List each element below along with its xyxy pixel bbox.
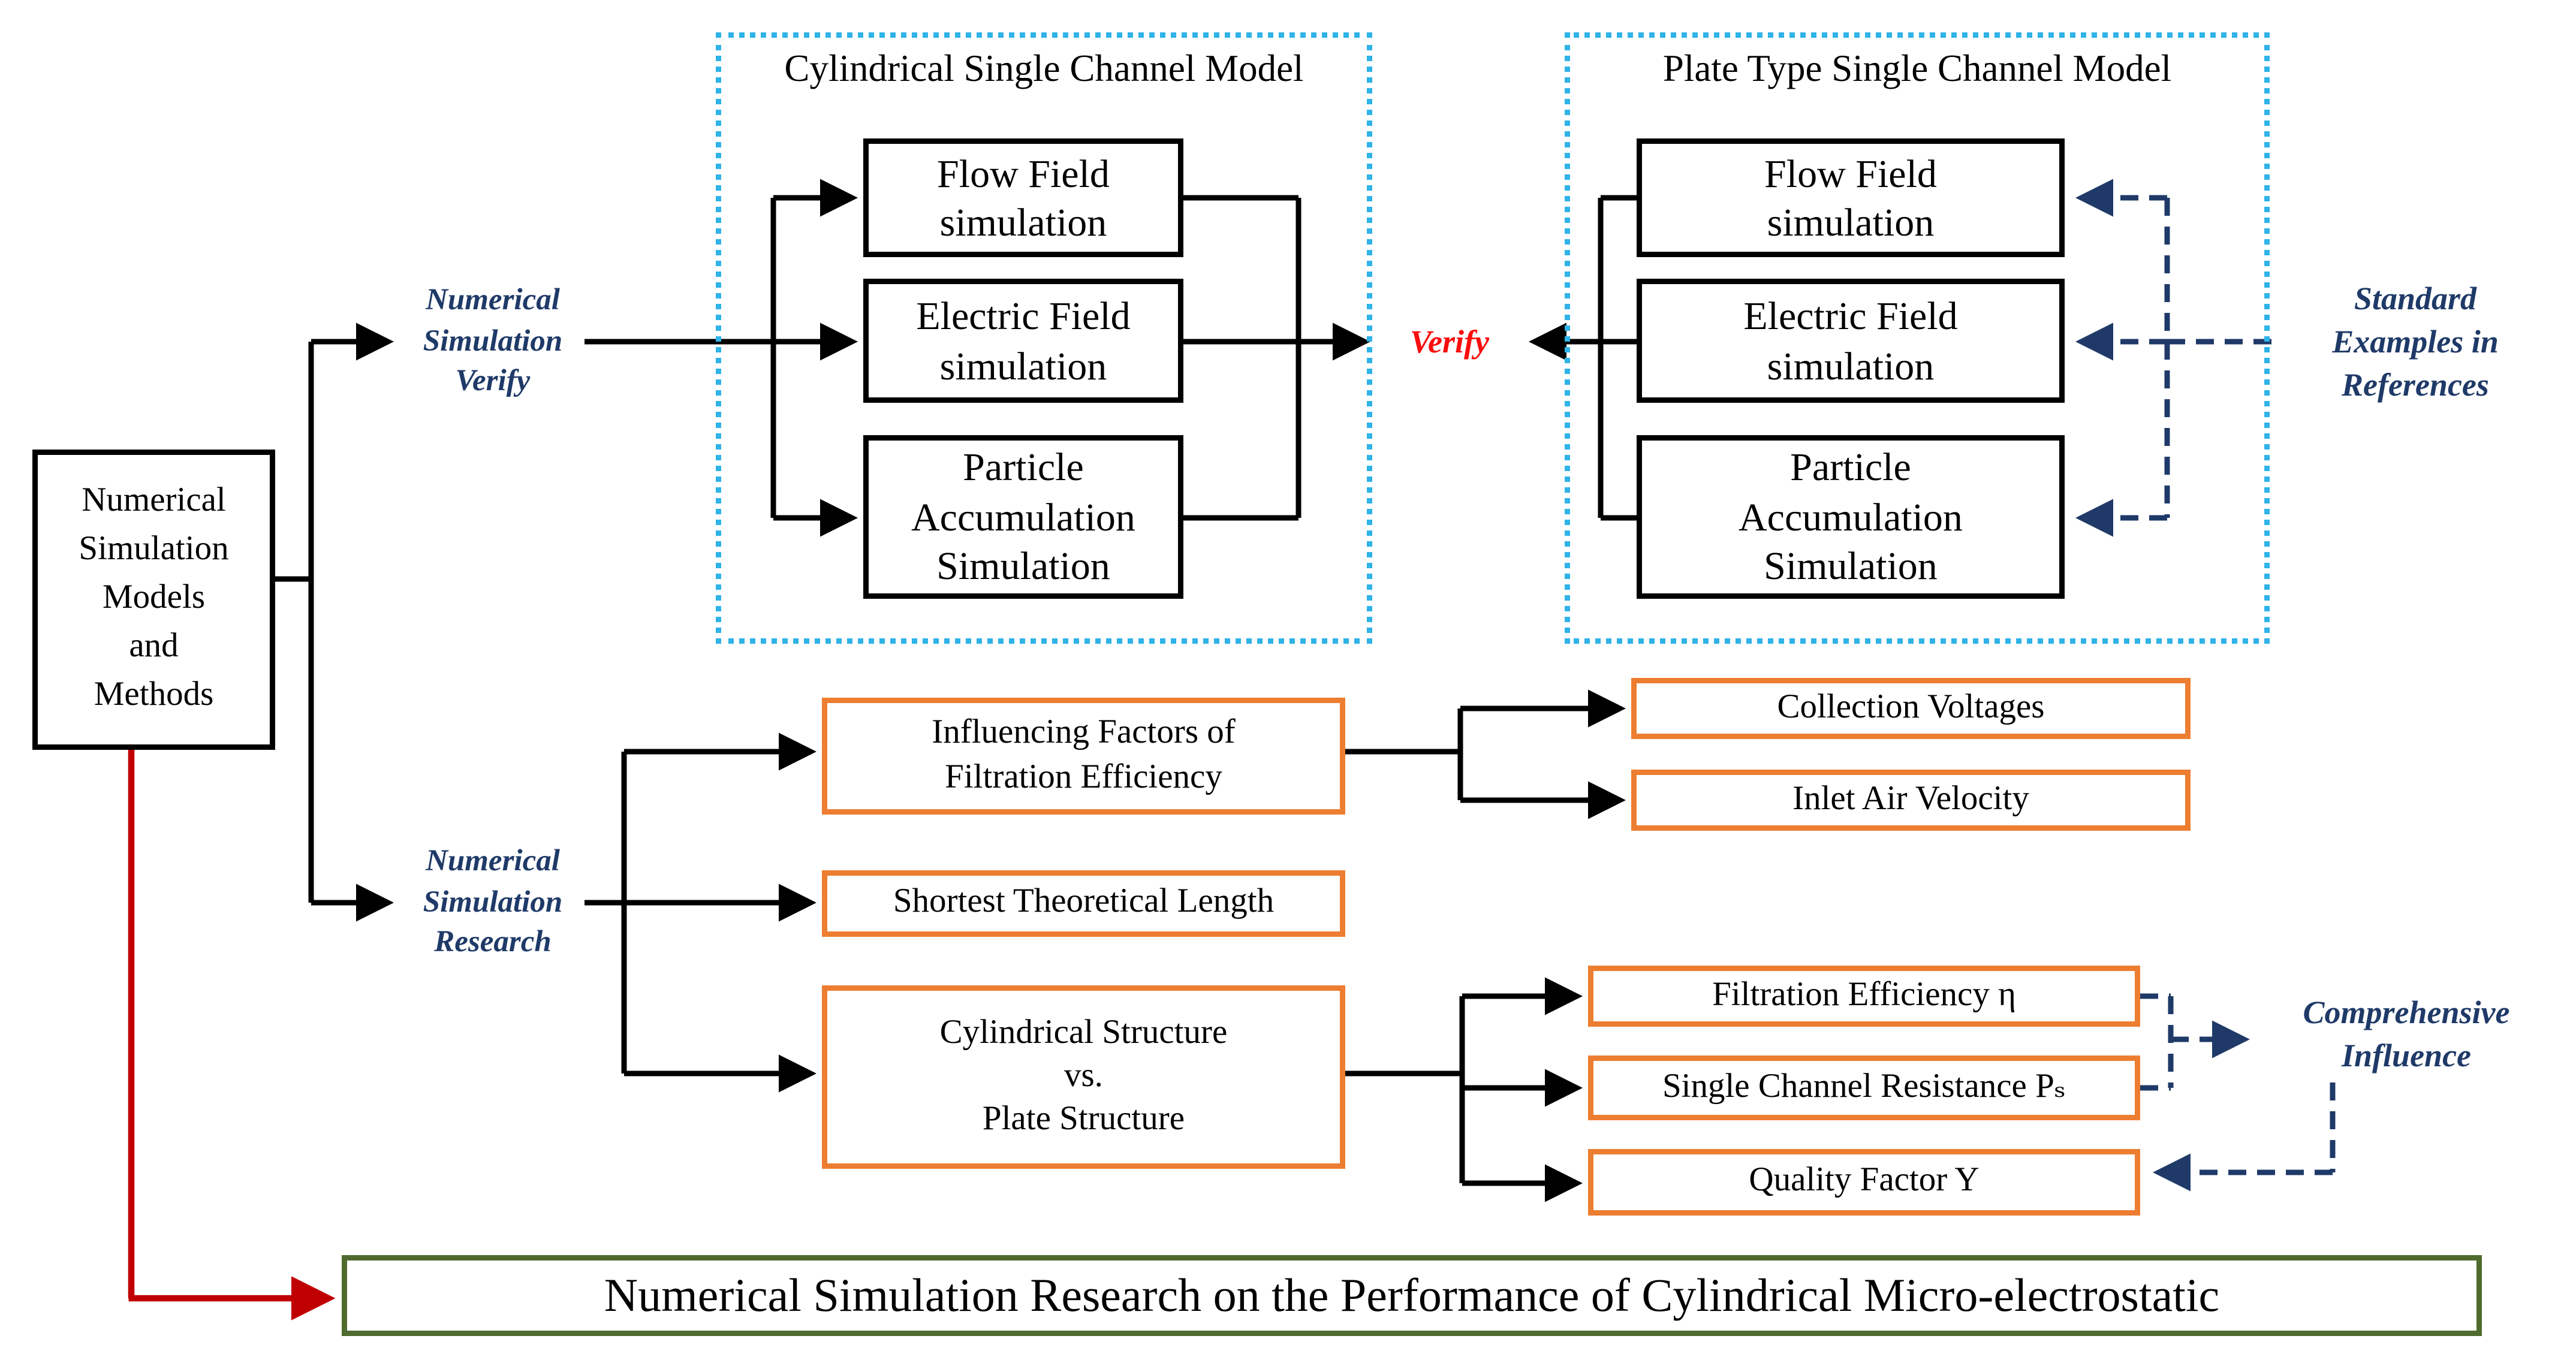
root-box: Numerical Simulation Models and Methods <box>32 450 275 750</box>
structure-comparison-box: Cylindrical Structure vs. Plate Structur… <box>822 985 1345 1169</box>
plate-electric-field-box: Electric Field simulation <box>1637 279 2065 403</box>
plate-model-frame <box>1565 32 2270 644</box>
quality-factor-box: Quality Factor Y <box>1588 1149 2140 1216</box>
shortest-theoretical-length-box: Shortest Theoretical Length <box>822 870 1345 937</box>
branch-label-numerical-simulation-research: Numerical Simulation Research <box>423 842 563 960</box>
plate-model-title: Plate Type Single Channel Model <box>1662 47 2172 90</box>
factors-split-trunk <box>1345 708 1463 800</box>
branch-label-numerical-simulation-verify: Numerical Simulation Verify <box>423 281 563 399</box>
dashed-metrics-collector <box>2140 993 2174 1091</box>
single-channel-resistance-box: Single Channel Resistance Pₛ <box>1588 1056 2140 1120</box>
plate-flow-field-box: Flow Field simulation <box>1637 138 2065 257</box>
filtration-efficiency-box: Filtration Efficiency η <box>1588 966 2140 1027</box>
conclusion-box: Numerical Simulation Research on the Per… <box>342 1255 2482 1336</box>
cylindrical-model-title: Cylindrical Single Channel Model <box>784 47 1304 90</box>
plate-model-output-collector <box>1598 195 1637 521</box>
cyl-particle-accumulation-box: Particle Accumulation Simulation <box>863 435 1183 599</box>
inlet-air-velocity-box: Inlet Air Velocity <box>1631 770 2191 831</box>
standard-examples-label: Standard Examples in References <box>2332 279 2499 403</box>
cyl-electric-field-box: Electric Field simulation <box>863 279 1183 403</box>
cyl-model-output-collector <box>1183 195 1301 521</box>
comparison-split-trunk <box>1345 996 1465 1183</box>
collection-voltages-box: Collection Voltages <box>1631 678 2191 739</box>
verify-node: Verify <box>1410 322 1489 359</box>
cylindrical-model-frame <box>716 32 1372 644</box>
plate-particle-accumulation-box: Particle Accumulation Simulation <box>1637 435 2065 599</box>
root-branch-trunk <box>275 342 314 903</box>
cyl-flow-field-box: Flow Field simulation <box>863 138 1183 257</box>
influencing-factors-box: Influencing Factors of Filtration Effici… <box>822 698 1345 815</box>
comprehensive-influence-label: Comprehensive Influence <box>2303 994 2510 1073</box>
